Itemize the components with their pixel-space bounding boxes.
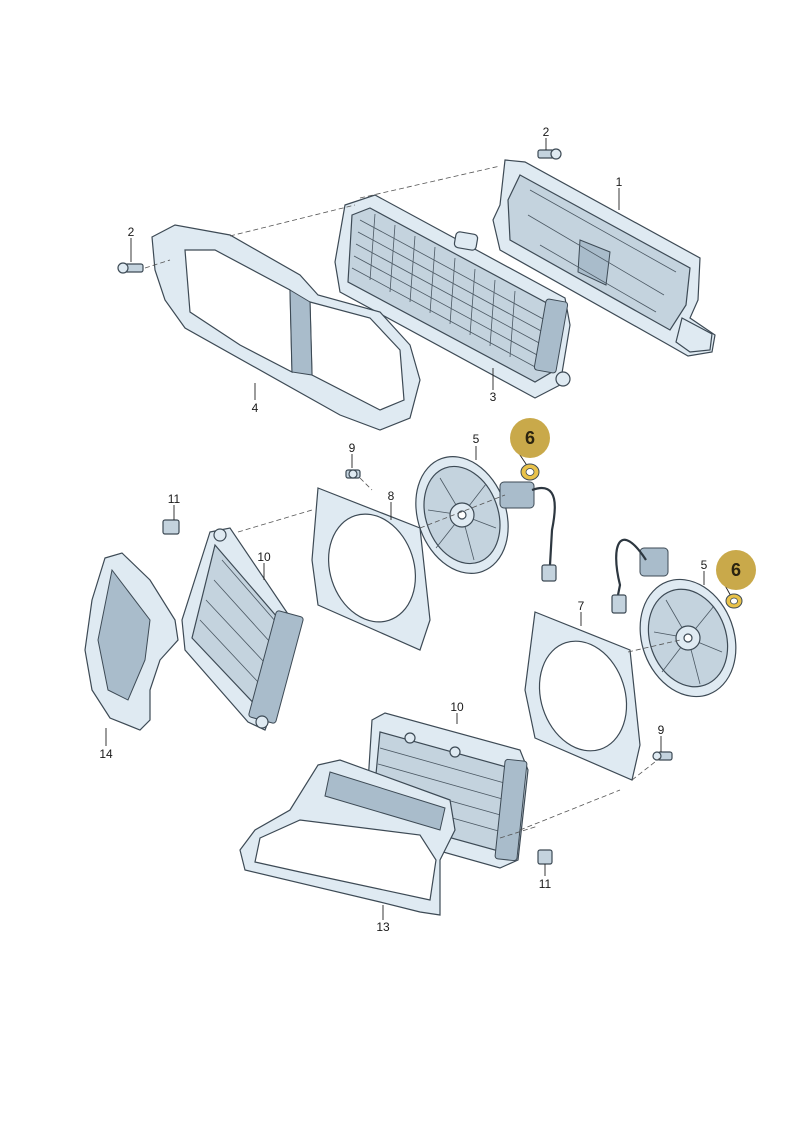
- part-2-bolt-upper: [537, 148, 562, 160]
- callout-11-lower: 11: [539, 877, 552, 891]
- callout-10-left: 10: [257, 550, 271, 564]
- washer-6-lower: [725, 593, 743, 609]
- highlight-badge-6-upper[interactable]: 6: [510, 418, 550, 458]
- part-9-bolt-upper: [345, 469, 361, 479]
- callout-5-upper: 5: [473, 432, 480, 446]
- part-11-clip-left: [162, 519, 180, 535]
- callout-14: 14: [99, 747, 113, 761]
- part-5-fan-upper: [415, 456, 557, 582]
- part-9-bolt-lower: [652, 751, 673, 761]
- callout-7: 7: [578, 599, 585, 613]
- callout-13: 13: [376, 920, 390, 934]
- callout-11-left: 11: [168, 492, 181, 506]
- part-4-front-frame: [151, 224, 421, 431]
- part-14-air-duct-left: [84, 552, 179, 731]
- callout-3: 3: [490, 390, 497, 404]
- badge-circle: [716, 550, 756, 590]
- part-11-clip-lower: [537, 849, 553, 865]
- highlight-badge-6-lower[interactable]: 6: [716, 550, 756, 590]
- callout-2-upper: 2: [543, 125, 550, 139]
- callout-4: 4: [252, 401, 259, 415]
- alignment-line: [499, 639, 681, 839]
- alignment-line: [144, 165, 501, 269]
- part-10-condenser-left: [181, 527, 304, 731]
- badge-label: 6: [525, 428, 535, 448]
- part-1-shroud-frame: [492, 159, 716, 357]
- callout-8: 8: [388, 489, 395, 503]
- callout-2-left: 2: [128, 225, 135, 239]
- part-7-fan-shroud: [524, 611, 641, 781]
- part-8-fan-shroud: [311, 487, 431, 651]
- leader-lines: [105, 138, 733, 920]
- callout-5-lower: 5: [701, 558, 708, 572]
- part-2-bolt-left: [117, 262, 144, 274]
- part-5-fan-lower: [611, 538, 737, 698]
- callout-9-lower: 9: [658, 723, 665, 737]
- washer-6-upper: [520, 463, 540, 481]
- part-13-air-duct-lower: [239, 759, 456, 916]
- callout-9-upper: 9: [349, 441, 356, 455]
- alignment-line: [237, 477, 506, 533]
- callout-10-lower: 10: [450, 700, 464, 714]
- badge-label: 6: [731, 560, 741, 580]
- part-3-radiator: [334, 194, 571, 399]
- callout-1: 1: [616, 175, 623, 189]
- badge-circle: [510, 418, 550, 458]
